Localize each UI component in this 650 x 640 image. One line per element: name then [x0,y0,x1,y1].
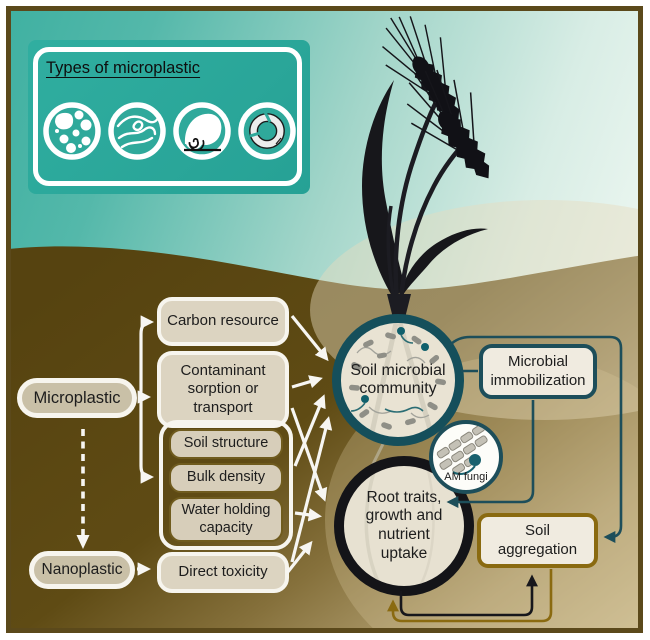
node-soil-structure: Soil structure [169,429,283,459]
margin-top [0,0,650,6]
node-bulk-density-label: Bulk density [186,469,266,486]
dashed-arrowhead [76,535,90,549]
node-nanoplastic-label: Nanoplastic [41,560,123,578]
gold-loop [387,569,553,623]
types-icon-row [41,100,298,162]
node-microplastic-label: Microplastic [33,388,121,407]
root-art [364,469,435,586]
node-soil-microbial-community-label: Soil microbial community [350,361,446,397]
white-arrows [81,314,333,576]
node-soil-microbial-community: Soil microbial community [332,314,464,446]
node-contaminant-label: Contaminant sorption or transport [180,362,266,416]
node-microbial-immobilization: Microbial immobilization [479,344,597,399]
soil-property-group: Soil structure Bulk density Water holdin… [159,420,293,550]
types-panel: Types of microplastic [28,40,310,194]
margin-right [643,0,650,640]
node-root-traits-label: Root traits, growth and nutrient uptake [365,488,443,562]
margin-left [0,0,6,640]
node-carbon-resource-label: Carbon resource [167,312,279,330]
node-am-fungi-label: AM fungi [444,471,488,483]
film-icon [173,102,231,160]
node-microplastic: Microplastic [17,378,137,418]
node-soil-aggregation-label: Soil aggregation [497,522,578,558]
types-panel-border [33,47,302,186]
black-loop [399,574,538,617]
node-am-fungi: AM fungi [429,420,503,494]
node-nanoplastic: Nanoplastic [29,551,135,589]
fibers-icon [108,102,166,160]
node-microbial-immobilization-label: Microbial immobilization [490,353,586,389]
node-soil-aggregation: Soil aggregation [477,513,598,568]
node-contaminant: Contaminant sorption or transport [157,351,289,428]
node-direct-toxicity-label: Direct toxicity [178,563,268,581]
types-panel-title: Types of microplastic [46,59,201,77]
node-water-holding-label: Water holding capacity [181,502,271,536]
beads-icon [238,102,296,160]
node-water-holding: Water holding capacity [169,497,283,542]
node-soil-structure-label: Soil structure [183,435,269,452]
node-carbon-resource: Carbon resource [157,297,289,346]
am-fungi-art [436,424,488,475]
teal-connectors [446,335,623,543]
fragments-icon [43,102,101,160]
node-direct-toxicity: Direct toxicity [157,552,289,593]
microbes-art [349,323,447,437]
margin-bottom [0,633,650,640]
node-bulk-density: Bulk density [169,463,283,493]
